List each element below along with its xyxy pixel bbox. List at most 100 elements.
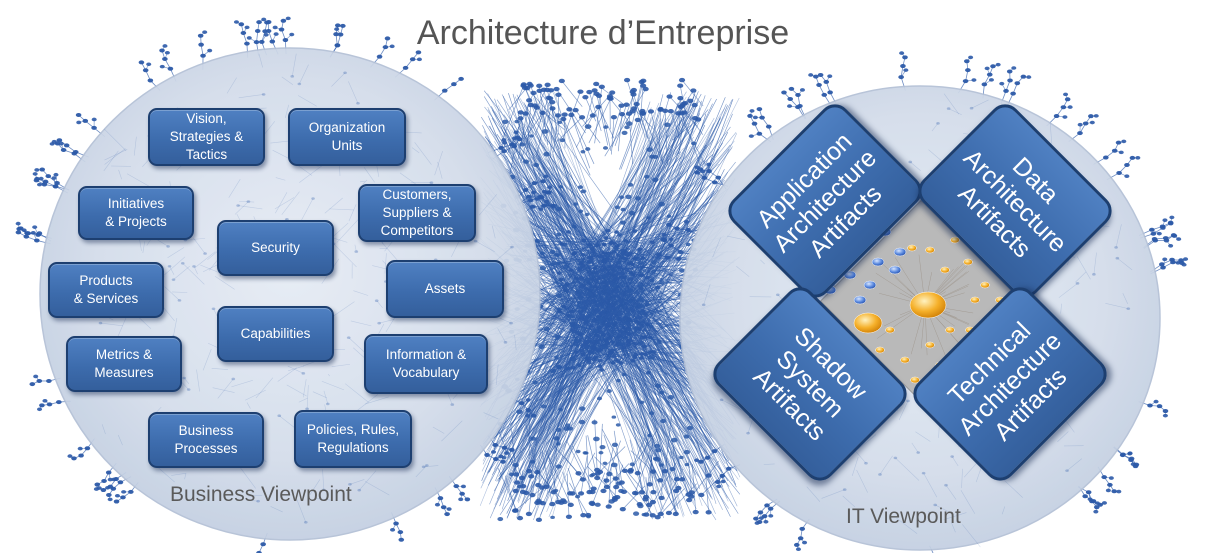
network-edge — [669, 106, 682, 160]
network-node — [694, 458, 700, 463]
network-node — [651, 269, 656, 274]
network-edge — [572, 452, 596, 494]
network-node — [543, 174, 549, 179]
network-edge — [691, 463, 697, 513]
network-node — [624, 321, 629, 326]
network-edge — [595, 83, 626, 106]
network-edge — [606, 440, 621, 481]
network-node — [32, 225, 38, 229]
network-node — [654, 457, 661, 462]
business-box-assets: Assets — [386, 260, 504, 318]
network-node — [646, 216, 651, 220]
network-node — [984, 66, 990, 71]
network-edge — [620, 112, 644, 170]
business-box-information: Information & Vocabulary — [364, 334, 488, 394]
network-node — [1062, 115, 1068, 119]
network-edge — [182, 263, 205, 285]
network-node — [539, 265, 547, 271]
network-edges — [15, 16, 1189, 553]
network-edge — [540, 332, 599, 452]
network-edge — [641, 144, 731, 250]
network-node — [583, 317, 589, 322]
network-node — [458, 76, 464, 81]
network-edge — [228, 179, 241, 198]
network-node — [556, 232, 562, 237]
network-node — [577, 185, 584, 189]
network-edge — [526, 87, 557, 122]
network-edge — [593, 149, 658, 280]
network-edge — [592, 331, 689, 334]
network-edge — [231, 379, 253, 388]
network-node — [631, 490, 639, 496]
network-node — [544, 199, 550, 204]
business-box-vision: Vision, Strategies & Tactics — [148, 108, 265, 166]
network-node — [1108, 476, 1114, 480]
network-edge — [629, 90, 635, 112]
network-edge — [612, 359, 717, 521]
network-edge — [857, 434, 877, 450]
network-node — [661, 232, 667, 237]
network-edge — [580, 455, 588, 494]
network-edge — [270, 506, 283, 513]
network-node — [646, 147, 654, 152]
network-edge — [103, 150, 119, 172]
network-edge — [353, 394, 379, 414]
network-edge — [602, 145, 691, 303]
network-edge — [211, 367, 229, 370]
network-edge — [541, 435, 567, 488]
network-node — [346, 336, 351, 339]
network-node — [114, 493, 120, 498]
network-edge — [504, 142, 605, 300]
network-edge — [173, 266, 190, 280]
network-node — [305, 407, 309, 411]
network-edge — [948, 108, 962, 116]
network-node — [547, 185, 553, 190]
network-node — [1152, 238, 1159, 243]
network-node — [597, 255, 603, 259]
network-edge — [284, 104, 289, 119]
network-edge — [621, 97, 726, 345]
network-node — [652, 177, 659, 182]
network-edge — [185, 238, 206, 241]
network-edge — [630, 437, 646, 472]
network-node — [656, 340, 662, 344]
network-edge — [162, 306, 175, 322]
network-edge — [736, 266, 750, 277]
network-edge — [562, 471, 571, 494]
network-node — [763, 519, 769, 524]
network-node — [659, 390, 665, 395]
network-node — [658, 495, 665, 501]
network-edge — [951, 522, 956, 533]
network-edge — [309, 479, 321, 496]
network-node — [1115, 256, 1120, 260]
network-node — [93, 487, 99, 491]
network-node — [827, 74, 833, 78]
network-node — [1126, 307, 1131, 310]
network-edge — [609, 278, 687, 348]
network-node — [684, 462, 690, 467]
network-node — [334, 23, 341, 28]
network-edge — [911, 442, 919, 453]
network-edge — [353, 290, 369, 296]
network-node — [1169, 215, 1175, 220]
network-node — [491, 450, 497, 454]
network-node — [555, 261, 561, 266]
network-edge — [580, 323, 677, 346]
network-edge — [312, 391, 327, 399]
network-edge — [497, 427, 517, 475]
business-box-capabilities: Capabilities — [217, 306, 334, 362]
network-edge — [677, 455, 683, 480]
network-edge — [600, 131, 656, 248]
network-node — [626, 288, 634, 294]
network-edge — [616, 339, 699, 375]
network-node — [573, 338, 580, 344]
network-edge — [596, 326, 665, 519]
network-edge — [898, 400, 909, 421]
network-node — [621, 372, 627, 377]
network-node — [575, 449, 581, 454]
network-node — [529, 492, 536, 498]
network-node — [596, 469, 604, 475]
network-node — [289, 32, 295, 37]
network-edge — [538, 85, 549, 145]
network-node — [498, 454, 504, 459]
